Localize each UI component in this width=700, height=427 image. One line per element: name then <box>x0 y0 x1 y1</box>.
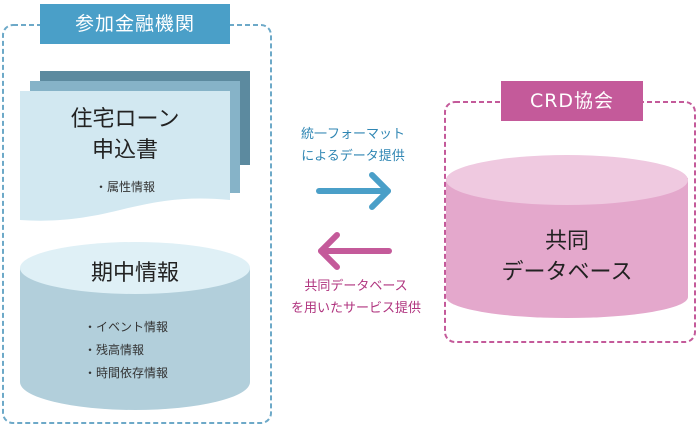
interim-db-bullet-list: ・イベント情報 ・残高情報 ・時間依存情報 <box>84 316 168 385</box>
service-provision-caption: 共同データベース を用いたサービス提供 <box>276 276 436 320</box>
interim-db-body <box>20 268 250 410</box>
data-provision-caption-line1: 統一フォーマット <box>300 127 405 142</box>
data-provision-caption: 統一フォーマット によるデータ提供 <box>283 124 423 168</box>
interim-db-title: 期中情報 <box>90 261 179 286</box>
participating-institutions-label: 参加金融機関 <box>40 4 230 44</box>
shared-db-title-line1: 共同 <box>544 229 589 254</box>
document-title-line2: 申込書 <box>91 138 158 163</box>
interim-db-bullet: ・残高情報 <box>84 343 145 357</box>
document-title: 住宅ローン 申込書 <box>20 104 230 166</box>
interim-db-top <box>20 242 250 294</box>
document-bullet: ・属性情報 <box>94 180 155 194</box>
shared-db-title: 共同 データベース <box>446 226 688 288</box>
crd-association-label: CRD協会 <box>501 81 643 121</box>
shared-db-top <box>446 155 688 205</box>
shared-db-title-line2: データベース <box>501 260 633 285</box>
shared-db-body <box>446 178 688 318</box>
document-title-line1: 住宅ローン <box>70 107 180 132</box>
document-bullet-list: ・属性情報 <box>20 178 230 195</box>
interim-db-bullet: ・イベント情報 <box>84 320 169 334</box>
service-provision-caption-line1: 共同データベース <box>304 279 408 294</box>
interim-db-bullet: ・時間依存情報 <box>84 366 169 380</box>
data-provision-caption-line2: によるデータ提供 <box>301 149 405 164</box>
arrow-right-icon <box>316 172 391 210</box>
document-front-sheet <box>20 91 230 221</box>
service-provision-caption-line2: を用いたサービス提供 <box>290 301 421 316</box>
arrow-left-icon <box>318 232 392 270</box>
